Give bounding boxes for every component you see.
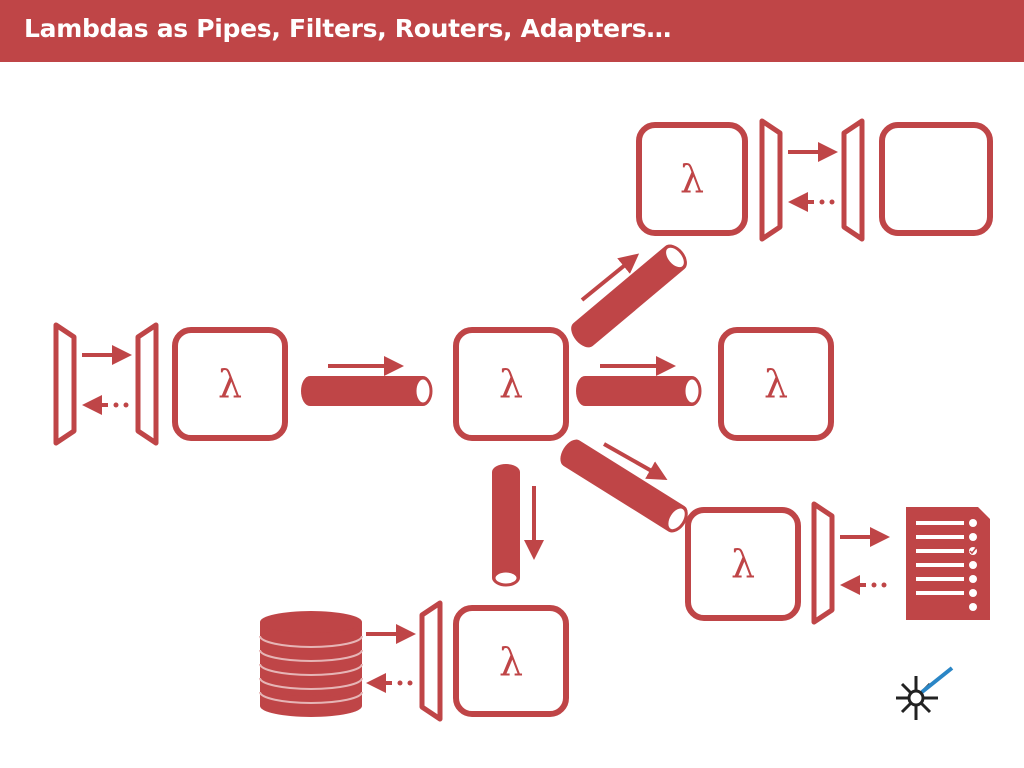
adapter-left [53,322,159,446]
checklist-icon [906,507,990,620]
slide-title: Lambdas as Pipes, Filters, Routers, Adap… [24,14,672,43]
pipe-center-bottom [492,464,544,587]
empty-box-top-right [879,122,993,236]
lambda-label: λ [764,362,788,406]
title-bar: Lambdas as Pipes, Filters, Routers, Adap… [0,0,1024,62]
lambda-box-center: λ [453,327,569,441]
adapter-bottom-right [811,501,890,625]
pipe-center-right [576,356,702,406]
lambda-label: λ [499,362,523,406]
lambda-label: λ [680,157,704,201]
arrow-to-topright [580,253,640,302]
adapter-top-right [759,118,865,242]
lambda-label: λ [499,640,523,684]
arrow-to-bottomright [603,442,668,480]
adapter-bottom [366,600,443,722]
lambda-box-left: λ [172,327,288,441]
lambda-label: λ [218,362,242,406]
lambda-box-bottom-right: λ [685,507,801,621]
lambda-box-right: λ [718,327,834,441]
lambda-box-top-right: λ [636,122,748,236]
database-icon [259,611,363,717]
lambda-label: λ [731,542,755,586]
pipe-center-topright [571,244,687,348]
starburst-logo-icon [896,666,954,720]
lambda-box-bottom: λ [453,605,569,717]
pipe-left-center [301,356,433,406]
pipe-center-bottomright [560,439,688,533]
